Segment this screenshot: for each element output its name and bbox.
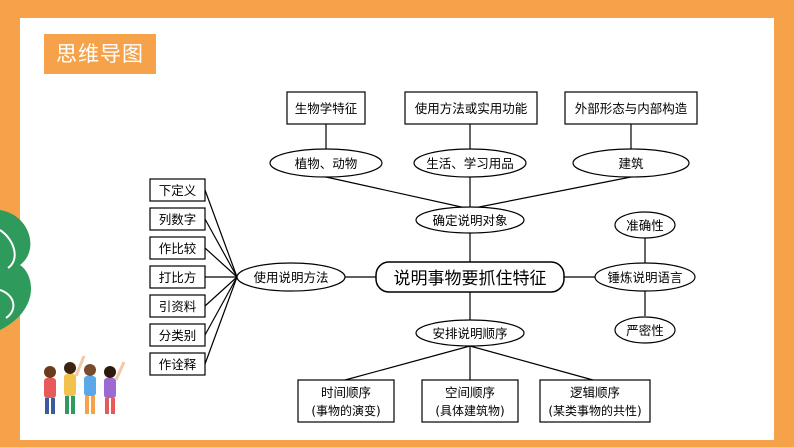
top-oval-1: 植物、动物 bbox=[269, 148, 383, 178]
bottom-branch-label: 安排说明顺序 bbox=[432, 326, 507, 341]
method-box-2: 列数字 bbox=[149, 207, 206, 231]
method-box-6: 分类别 bbox=[149, 323, 206, 347]
bottom-box-3-line1: 逻辑顺序 bbox=[570, 385, 620, 400]
top-box-3-label: 外部形态与内部构造 bbox=[575, 101, 688, 116]
method-box-5-label: 引资料 bbox=[159, 299, 197, 314]
method-box-4-label: 打比方 bbox=[159, 270, 197, 285]
right-item-1: 准确性 bbox=[614, 211, 676, 239]
method-box-4: 打比方 bbox=[149, 265, 206, 289]
right-item-2-label: 严密性 bbox=[626, 323, 664, 338]
right-branch-label: 锤炼说明语言 bbox=[607, 270, 682, 285]
top-oval-1-label: 植物、动物 bbox=[295, 156, 358, 171]
method-box-6-label: 分类别 bbox=[159, 328, 197, 343]
connector-lines bbox=[204, 124, 646, 381]
method-box-3-label: 作比较 bbox=[159, 241, 197, 256]
top-box-2: 使用方法或实用功能 bbox=[404, 91, 538, 125]
top-branch-node: 确定说明对象 bbox=[415, 206, 525, 234]
top-box-3: 外部形态与内部构造 bbox=[564, 91, 698, 125]
top-box-2-label: 使用方法或实用功能 bbox=[415, 101, 528, 116]
bottom-box-3-line2: (某类事物的共性) bbox=[548, 403, 641, 418]
right-item-2: 严密性 bbox=[614, 316, 676, 344]
top-oval-3: 建筑 bbox=[572, 148, 690, 178]
top-box-1: 生物学特征 bbox=[286, 91, 366, 125]
left-branch-node: 使用说明方法 bbox=[236, 262, 346, 292]
center-label: 说明事物要抓住特征 bbox=[394, 269, 547, 289]
top-branch-label: 确定说明对象 bbox=[432, 213, 507, 228]
top-oval-3-label: 建筑 bbox=[618, 156, 644, 171]
top-oval-2-label: 生活、学习用品 bbox=[426, 156, 514, 171]
method-box-1: 下定义 bbox=[149, 178, 206, 202]
bottom-box-2-line1: 空间顺序 bbox=[445, 385, 495, 400]
bottom-box-1-line2: (事物的演变) bbox=[311, 403, 380, 418]
bottom-box-2-line2: (具体建筑物) bbox=[435, 403, 504, 418]
method-box-7: 作诠释 bbox=[149, 352, 206, 376]
bottom-box-1-line1: 时间顺序 bbox=[321, 385, 371, 400]
method-box-7-label: 作诠释 bbox=[159, 357, 197, 372]
bottom-branch-node: 安排说明顺序 bbox=[415, 319, 525, 347]
method-box-1-label: 下定义 bbox=[159, 183, 197, 198]
center-node: 说明事物要抓住特征 bbox=[375, 261, 565, 293]
method-box-5: 引资料 bbox=[149, 294, 206, 318]
right-branch-node: 锤炼说明语言 bbox=[594, 262, 696, 292]
leaf-decoration bbox=[0, 210, 32, 330]
top-box-1-label: 生物学特征 bbox=[295, 101, 358, 116]
page-title: 思维导图 bbox=[44, 34, 156, 74]
bottom-box-2: 空间顺序 (具体建筑物) bbox=[421, 379, 519, 423]
method-box-2-label: 列数字 bbox=[159, 212, 197, 227]
bottom-box-1: 时间顺序 (事物的演变) bbox=[297, 379, 395, 423]
right-item-1-label: 准确性 bbox=[626, 218, 664, 233]
left-branch-label: 使用说明方法 bbox=[253, 270, 328, 285]
top-oval-2: 生活、学习用品 bbox=[413, 148, 527, 178]
bottom-box-3: 逻辑顺序 (某类事物的共性) bbox=[539, 379, 651, 423]
kids-illustration bbox=[44, 355, 126, 414]
method-box-3: 作比较 bbox=[149, 236, 206, 260]
